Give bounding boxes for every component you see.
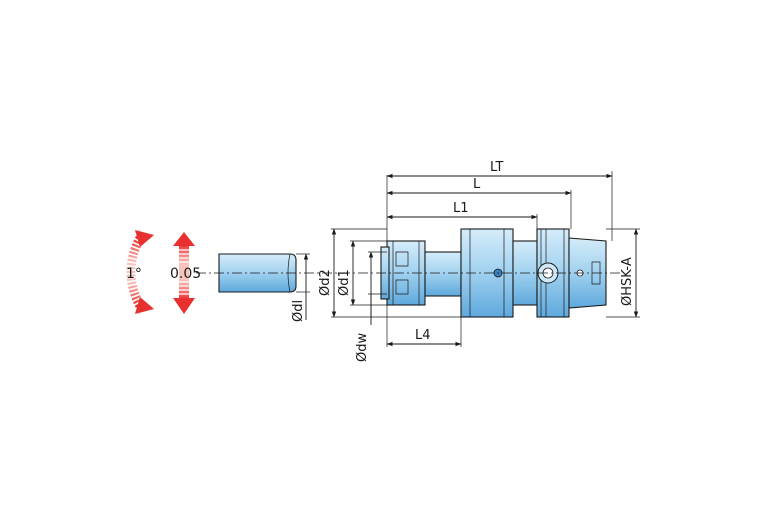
dim-hsk-label: ØHSK-A (620, 257, 635, 306)
angle-tolerance-icon (126, 230, 154, 314)
dim-dw-label: Ødw (355, 333, 370, 362)
runout-tolerance-icon (173, 232, 195, 314)
dim-d1-label: Ød1 (337, 269, 352, 296)
dim-l-label: L (473, 177, 481, 192)
dim-l1-label: L1 (453, 201, 469, 216)
angle-tolerance-label: 1° (126, 266, 142, 282)
dim-d2-label: Ød2 (318, 269, 333, 296)
dimension-lines (296, 171, 640, 347)
dim-lt-label: LT (490, 160, 503, 175)
tool-holder-body (380, 228, 607, 318)
dim-l4-label: L4 (415, 328, 431, 343)
runout-tolerance-label: 0.05 (170, 266, 201, 282)
dim-dl-label: Ødl (291, 300, 306, 322)
